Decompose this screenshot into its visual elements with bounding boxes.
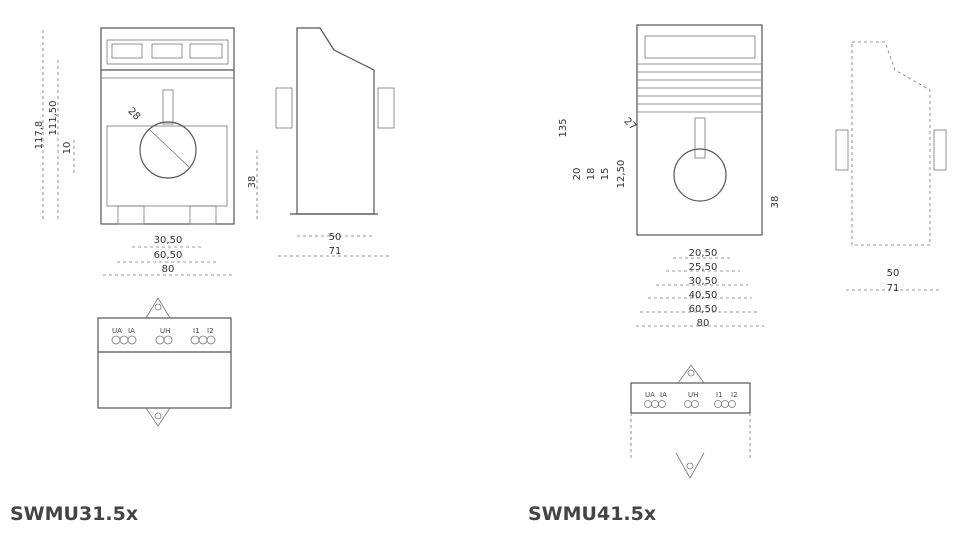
right-dim-w4: 40,50 — [689, 290, 718, 301]
left-term-i1: I1 — [193, 327, 200, 335]
left-dim-h4: 38 — [247, 176, 258, 189]
right-dim-lines — [636, 257, 764, 327]
right-dim-w2: 25,50 — [689, 262, 718, 273]
left-dim-w3: 80 — [162, 264, 175, 275]
right-front-view — [636, 24, 763, 236]
left-dim-w1: 30,50 — [154, 235, 183, 246]
right-dim-v2: 18 — [586, 168, 597, 181]
right-model-caption: SWMU41.5x — [528, 503, 657, 525]
left-dim-side2: 71 — [329, 246, 342, 257]
right-side-view — [835, 41, 947, 291]
right-bottom-view — [630, 364, 751, 479]
right-dim-h1: 135 — [558, 118, 569, 137]
left-model-caption: SWMU31.5x — [10, 503, 139, 525]
left-term-i2: I2 — [207, 327, 214, 335]
left-dim-w2: 60,50 — [154, 250, 183, 261]
left-bottom-view — [97, 297, 232, 427]
right-dim-side2: 71 — [887, 283, 900, 294]
left-dim-h2: 111,50 — [48, 101, 59, 136]
right-term-ia: IA — [660, 391, 667, 399]
left-dim-h1: 117,8 — [34, 121, 45, 150]
right-dim-v1: 20 — [572, 168, 583, 181]
right-dim-w3: 30,50 — [689, 276, 718, 287]
right-term-i2: I2 — [731, 391, 738, 399]
right-term-ua: UA — [645, 391, 655, 399]
right-term-i1: I1 — [716, 391, 723, 399]
right-dim-w1: 20,50 — [689, 248, 718, 259]
right-dim-w6: 80 — [697, 318, 710, 329]
right-term-uh: UH — [688, 391, 698, 399]
left-front-view — [100, 27, 235, 225]
left-dim-side1: 50 — [329, 232, 342, 243]
right-dim-side1: 50 — [887, 268, 900, 279]
left-term-uh: UH — [160, 327, 170, 335]
right-dim-dia: 27 — [621, 116, 638, 133]
right-dim-w5: 60,50 — [689, 304, 718, 315]
right-dim-v3: 15 — [600, 168, 611, 181]
left-side-view — [275, 27, 395, 257]
left-dim-dia: 28 — [125, 106, 142, 123]
left-term-ua: UA — [112, 327, 122, 335]
left-term-ia: IA — [128, 327, 135, 335]
right-dim-v4: 12,50 — [616, 160, 627, 189]
right-dim-h4: 38 — [770, 196, 781, 209]
left-dim-h3: 10 — [62, 142, 73, 155]
left-dim-lines — [42, 30, 258, 276]
